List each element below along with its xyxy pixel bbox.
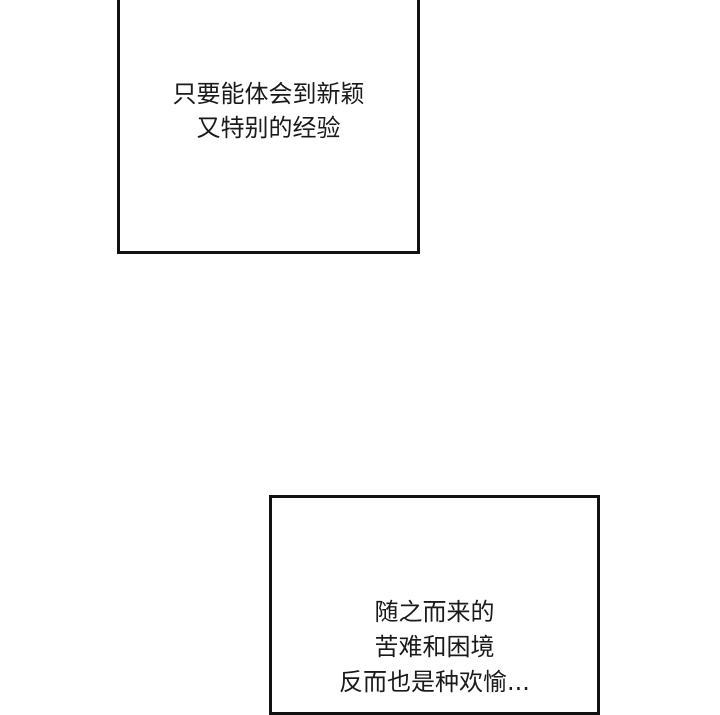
caption-line: 又特别的经验 xyxy=(196,114,341,142)
caption-line: 反而也是种欢愉... xyxy=(339,668,530,696)
caption-line: 只要能体会到新颖 xyxy=(172,80,365,108)
caption-line: 随之而来的 xyxy=(374,598,495,626)
comic-panel-2: 随之而来的 苦难和困境 反而也是种欢愉... xyxy=(269,495,600,715)
caption-text-1: 只要能体会到新颖 又特别的经验 xyxy=(120,77,417,145)
caption-line: 苦难和困境 xyxy=(374,633,495,661)
caption-text-2: 随之而来的 苦难和困境 反而也是种欢愉... xyxy=(272,595,597,700)
comic-panel-1: 只要能体会到新颖 又特别的经验 xyxy=(117,0,420,254)
